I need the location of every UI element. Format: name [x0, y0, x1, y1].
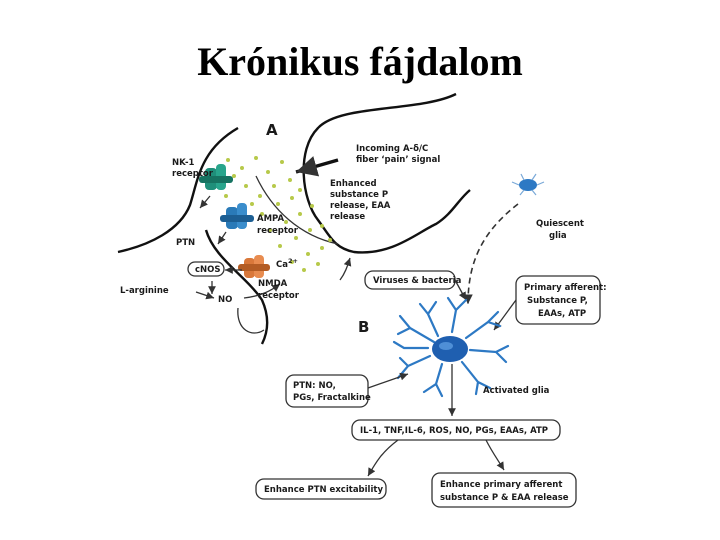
enhance-pa-label-2: substance P & EAA release — [440, 493, 569, 503]
enhanced-label-4: release — [330, 212, 365, 222]
cytokines-right-arrow — [485, 439, 505, 471]
activation-dashed-arrow — [463, 203, 519, 305]
viruses-arrow — [454, 279, 467, 301]
enhance-pa-box — [431, 472, 577, 508]
presynaptic-return — [255, 175, 339, 245]
no-label: NO — [218, 295, 232, 305]
primary-label-3: EAAs, ATP — [538, 309, 586, 319]
cnos-box — [187, 261, 225, 277]
nk1-label-2: receptor — [172, 169, 214, 179]
quiescent-label-1: Quiescent — [536, 219, 584, 229]
presynaptic-terminal — [302, 92, 471, 254]
ptn-box-label-2: PGs, Fractalkine — [293, 393, 371, 403]
enhanced-label-2: substance P — [330, 190, 388, 200]
quiescent-glia-icon — [511, 173, 545, 196]
cytokines-left-arrow — [367, 439, 399, 477]
ptn-box — [285, 374, 369, 408]
primary-label-2: Substance P, — [527, 296, 588, 306]
activated-glia-icon — [392, 296, 510, 398]
ca-label: Ca2+ — [276, 257, 298, 270]
neurotransmitter-dots — [224, 156, 332, 272]
enhance-ptn-label: Enhance PTN excitability — [264, 485, 383, 495]
nmda-receptor-icon — [238, 255, 270, 278]
viruses-label: Viruses & bacteria — [373, 276, 462, 286]
ampa-label-1: AMPA — [257, 214, 284, 224]
primary-label-1: Primary afferent: — [524, 283, 606, 293]
nmda-label-2: receptor — [258, 291, 300, 301]
substance-p-arrow — [339, 257, 352, 281]
section-a-label: A — [266, 121, 278, 139]
enhance-ptn-box — [255, 478, 387, 500]
cytokines-label: IL-1, TNF,IL-6, ROS, NO, PGs, EAAs, ATP — [360, 426, 548, 436]
enhanced-label-3: release, EAA — [330, 201, 391, 211]
postsynaptic-membrane-lower — [204, 229, 269, 345]
receptor-arrow-ampa — [217, 231, 227, 245]
enhanced-label-1: Enhanced — [330, 179, 377, 189]
ptn-box-label-1: PTN: NO, — [293, 381, 336, 391]
no-arrow — [243, 283, 281, 299]
incoming-signal-arrow — [295, 156, 339, 177]
incoming-label-2: fiber ‘pain’ signal — [356, 155, 440, 165]
larginine-label: L-arginine — [120, 286, 169, 296]
activated-label: Activated glia — [483, 386, 550, 396]
incoming-label-1: Incoming A-δ/C — [356, 144, 428, 154]
ampa-label-2: receptor — [257, 226, 299, 236]
section-b-label: B — [358, 318, 369, 336]
enhance-pa-label-1: Enhance primary afferent — [440, 480, 562, 490]
ptn-label: PTN — [176, 238, 195, 248]
nk1-receptor-icon — [199, 164, 233, 190]
nk1-label-1: NK-1 — [172, 158, 194, 168]
receptor-arrow-nk1 — [199, 195, 211, 209]
larginine-arrow — [195, 291, 215, 300]
cytokines-box — [351, 419, 561, 441]
postsynaptic-membrane — [117, 126, 239, 254]
quiescent-label-2: glia — [549, 231, 567, 241]
activated-glia-nucleus — [439, 342, 453, 350]
no-loop — [237, 307, 265, 334]
ptn-arrow — [367, 372, 409, 389]
cnos-label: cNOS — [195, 265, 221, 275]
ampa-receptor-icon — [220, 203, 254, 229]
nmda-label-1: NMDA — [258, 279, 288, 289]
slide-title: Krónikus fájdalom — [197, 39, 523, 84]
